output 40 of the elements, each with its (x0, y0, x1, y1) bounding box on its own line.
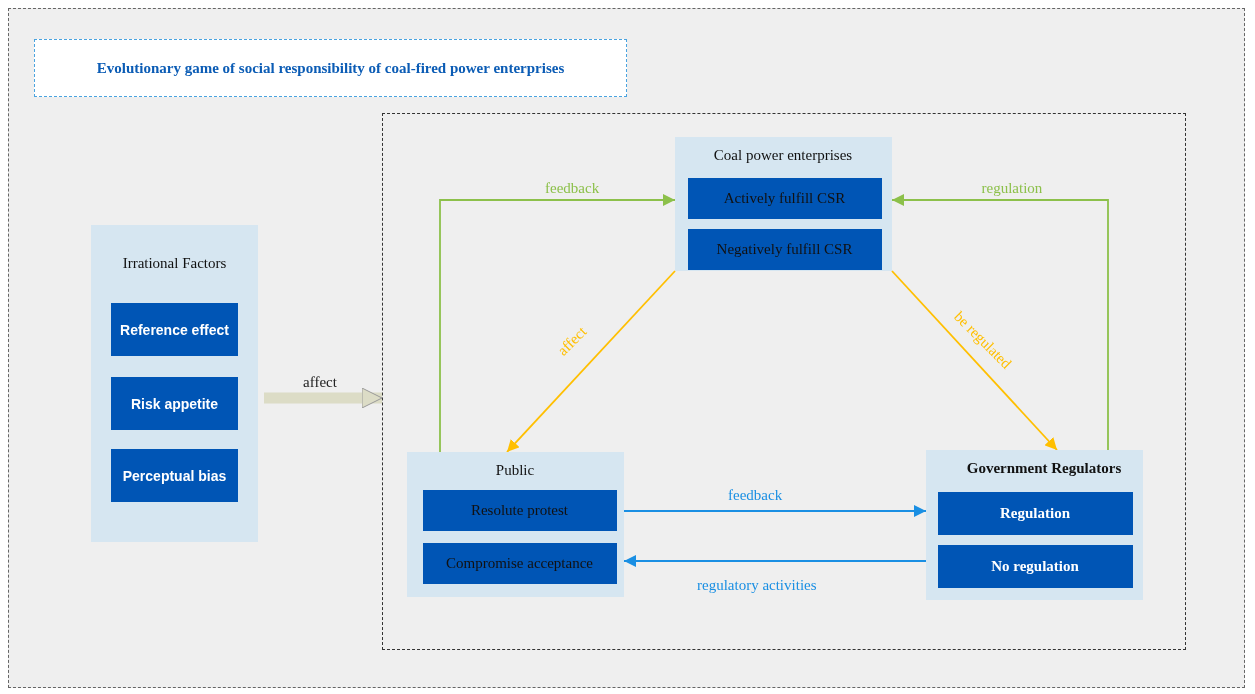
strategy-box (937, 544, 1133, 588)
edge-label: feedback (543, 180, 602, 196)
arrow (506, 270, 676, 453)
strategy-box (687, 177, 882, 219)
factor-box (111, 377, 238, 430)
strategy-box (422, 489, 617, 531)
edge-label: affect (302, 374, 338, 390)
strategy-label: Regulation (1000, 504, 1070, 522)
panel-heading: Coal power enterprises (712, 146, 854, 164)
strategy-label: Perceptual bias (122, 467, 227, 484)
strategy-box (422, 542, 617, 584)
strategy-label: Negatively fulfill CSR (716, 240, 853, 258)
panel-heading: Government Regulators (965, 459, 1123, 477)
strategy-label: Resolute protest (470, 501, 569, 519)
strategy-label: Reference effect (120, 321, 229, 338)
factor-box (111, 449, 238, 502)
title-box: Evolutionary game of social responsibility of coal-fired power enterprises (34, 39, 627, 97)
panel-heading: Public (494, 461, 536, 479)
strategy-label: Compromise acceptance (446, 554, 593, 572)
panel-heading: Irrational Factors (121, 255, 228, 272)
player-panel (406, 451, 624, 597)
factor-panel (91, 225, 258, 542)
player-panel (674, 136, 892, 271)
strategy-box (687, 228, 882, 270)
edge-label: feedback (726, 487, 785, 503)
factor-box (111, 303, 238, 356)
player-panel (925, 449, 1143, 600)
game-region-box (382, 113, 1186, 650)
arrow (623, 555, 927, 567)
strategy-box (937, 491, 1133, 535)
arrow (439, 194, 676, 453)
strategy-label: Actively fulfill CSR (723, 189, 846, 207)
edge-label: regulation (979, 180, 1045, 196)
arrow (891, 270, 1058, 451)
edge-label: regulatory activities (695, 577, 819, 593)
strategy-label: Risk appetite (130, 395, 219, 412)
arrow (623, 505, 927, 517)
arrow (264, 387, 383, 409)
strategy-label: No regulation (991, 557, 1079, 575)
arrow (891, 194, 1109, 451)
